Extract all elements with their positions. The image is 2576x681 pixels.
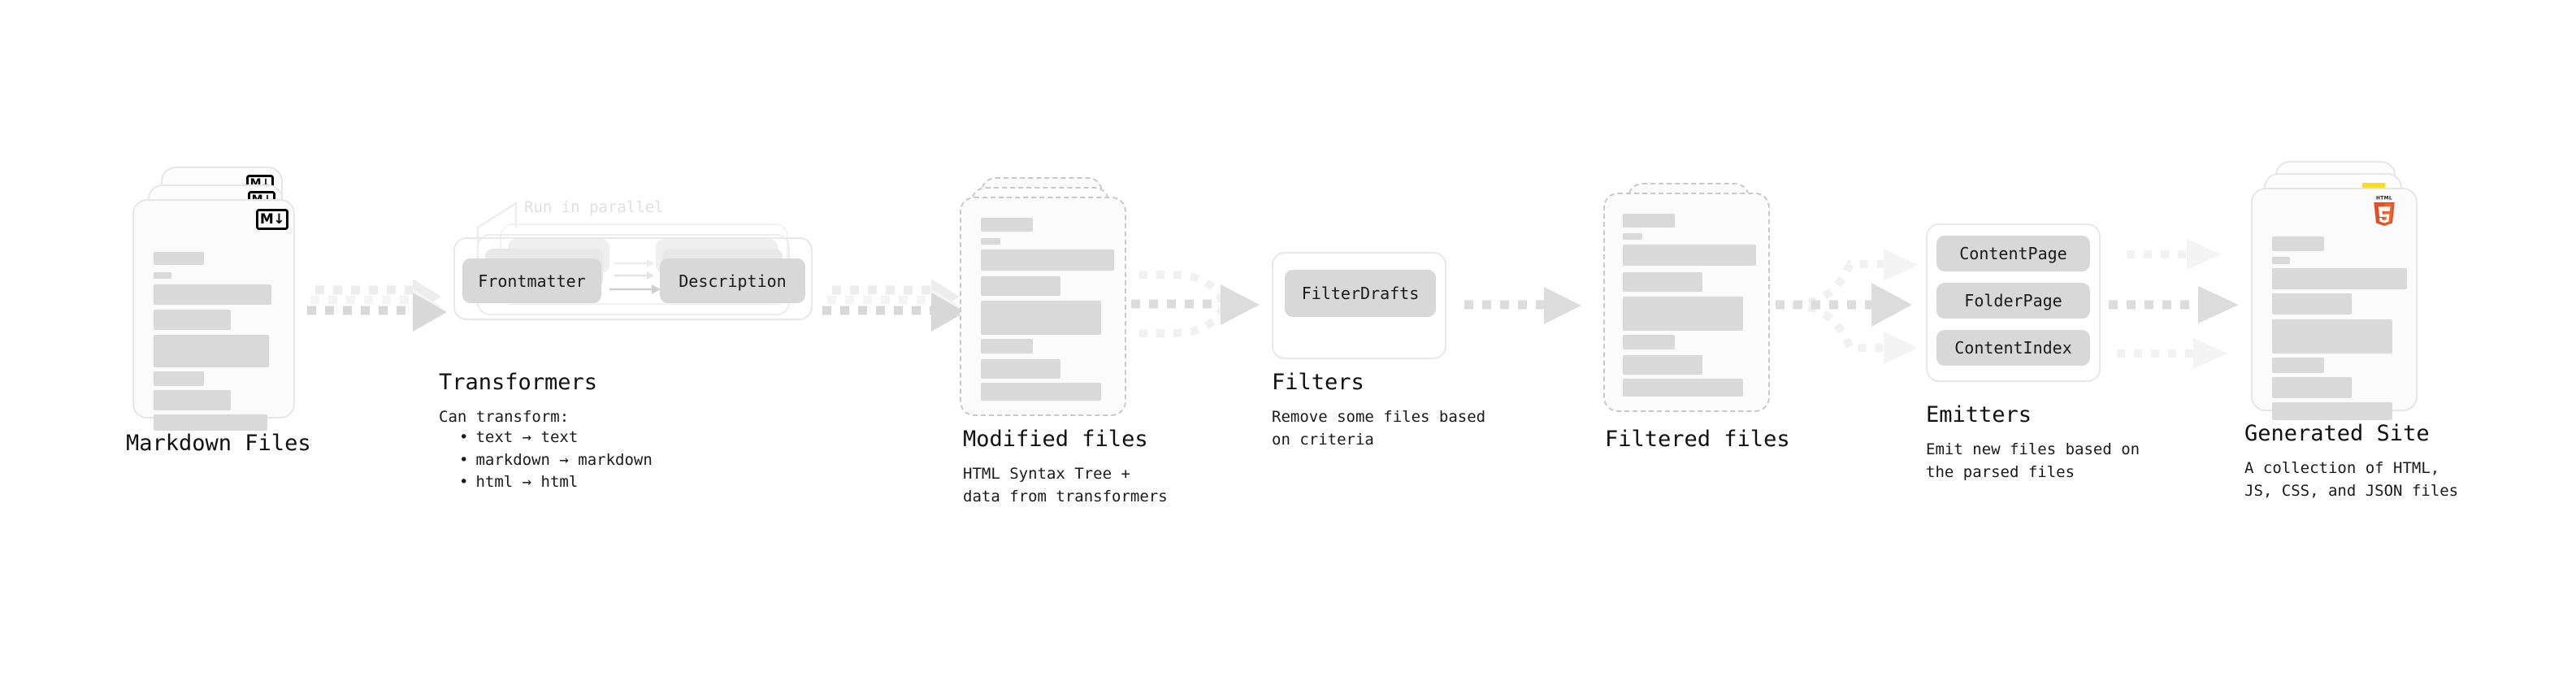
emitters-subtitle: Emit new files based on the parsed files — [1926, 440, 2140, 481]
content-bar — [154, 310, 231, 330]
stage-title-markdown-files: Markdown Files — [126, 431, 311, 456]
content-bar — [2272, 268, 2407, 289]
content-bar — [981, 383, 1101, 401]
html5-icon: HTML — [2374, 196, 2395, 226]
content-bar — [1623, 214, 1675, 228]
content-bar — [1623, 297, 1743, 331]
emitters-group: ContentPage FolderPage ContentIndex — [1926, 223, 2101, 386]
filtered-files-card-stack — [1603, 183, 1784, 427]
connector-modified-to-filters — [1131, 271, 1260, 337]
generated-site-subtitle: A collection of HTML, JS, CSS, and JSON … — [2244, 459, 2459, 500]
stage-title-modified-files: Modified files — [963, 427, 1148, 452]
content-bar — [981, 238, 1000, 245]
modified-files-card-stack — [960, 177, 1142, 421]
connector-transformers-to-modified — [822, 279, 965, 332]
stage-title-emitters: Emitters — [1926, 402, 2032, 427]
content-bar — [1623, 355, 1702, 375]
svg-text:HTML: HTML — [2376, 196, 2392, 201]
filters-box — [1272, 252, 1446, 359]
connector-filters-to-filtered — [1464, 287, 1581, 324]
content-bar — [154, 272, 171, 279]
content-bar — [2272, 377, 2352, 398]
filter-pill-filterdrafts[interactable]: FilterDrafts — [1285, 270, 1436, 317]
stage-title-filtered-files: Filtered files — [1605, 427, 1790, 452]
connector-emitters-to-site — [2109, 239, 2239, 369]
filters-subtitle: Remove some files based on criteria — [1272, 408, 1486, 449]
content-bar — [981, 339, 1033, 354]
filters-group: FilterDrafts — [1272, 252, 1446, 362]
connector-filtered-to-emitters — [1776, 249, 1918, 364]
modified-files-subtitle: HTML Syntax Tree + data from transformer… — [963, 465, 1168, 505]
markdown-icon: M↓ — [256, 209, 288, 230]
emitter-pill-contentindex[interactable]: ContentIndex — [1936, 330, 2090, 366]
content-bar — [154, 252, 204, 265]
transformers-bullet: text → text — [459, 427, 653, 449]
content-bar — [981, 218, 1033, 232]
transformer-pill-description[interactable]: Description — [660, 258, 805, 303]
emitter-pill-contentpage[interactable]: ContentPage — [1936, 236, 2090, 271]
connector-markdown-to-transformers — [307, 279, 447, 332]
content-bar — [981, 276, 1060, 296]
markdown-files-card-stack: M↓ M↓ M↓ — [126, 167, 313, 431]
content-bar — [1623, 379, 1743, 397]
content-bar — [154, 335, 269, 367]
content-bar — [154, 371, 204, 386]
content-bar — [1623, 335, 1675, 349]
content-bar — [2272, 402, 2392, 420]
content-bar — [981, 301, 1101, 335]
content-bar — [2272, 358, 2324, 373]
transformer-inner-arrows — [609, 259, 661, 294]
run-in-parallel-label: Run in parallel — [524, 198, 664, 216]
content-bar — [981, 249, 1114, 271]
generated-site-card-stack: CSS HTML — [2244, 161, 2431, 420]
transformers-bullet: markdown → markdown — [459, 449, 652, 472]
content-bar — [1623, 272, 1702, 292]
transformer-pill-frontmatter[interactable]: Frontmatter — [462, 258, 601, 303]
content-bar — [981, 359, 1060, 379]
stage-title-generated-site: Generated Site — [2244, 421, 2430, 446]
stage-title-filters: Filters — [1272, 370, 1364, 395]
transformers-subtitle: Can transform: — [439, 408, 570, 426]
content-bar — [1623, 233, 1642, 240]
emitters-box — [1926, 223, 2101, 382]
content-bar — [154, 390, 231, 410]
content-bar — [154, 284, 271, 305]
content-bar — [2272, 319, 2392, 354]
content-bar — [154, 414, 267, 431]
stage-title-transformers: Transformers — [439, 370, 598, 395]
emitter-pill-folderpage[interactable]: FolderPage — [1936, 283, 2090, 319]
content-bar — [2272, 257, 2290, 264]
content-bar — [1623, 245, 1756, 266]
transformers-bullet: html → html — [459, 471, 653, 494]
content-bar — [2272, 293, 2352, 314]
content-bar — [2272, 236, 2324, 251]
transformers-bullets: text → text markdown → markdown html → h… — [443, 427, 653, 494]
transformers-group: Run in parallel Frontmatter Description — [439, 187, 829, 349]
transformer-box-front — [453, 237, 813, 320]
